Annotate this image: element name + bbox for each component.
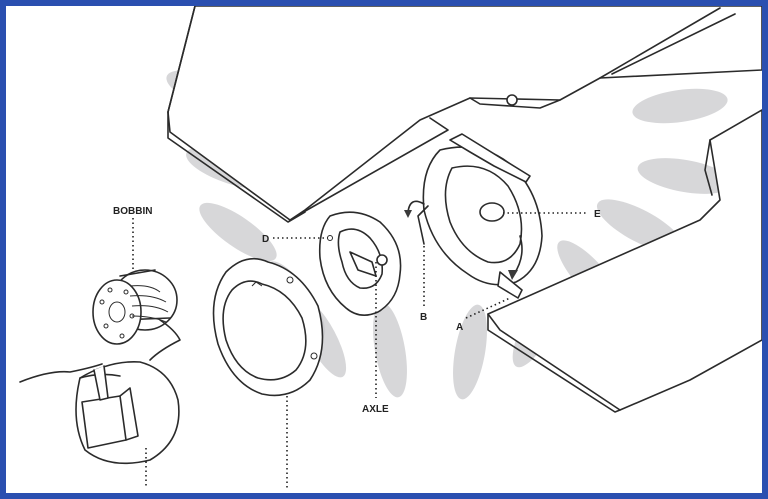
rotation-arrows <box>404 200 523 280</box>
label-e: E <box>594 209 601 220</box>
label-bobbin: BOBBIN <box>113 206 152 217</box>
hook-assembly <box>417 133 543 299</box>
bobbin-case <box>19 361 180 465</box>
machine-bed-lower <box>487 109 762 413</box>
label-a: A <box>456 322 463 333</box>
retaining-ring <box>212 257 324 397</box>
label-b: B <box>420 312 427 323</box>
machine-bed-upper <box>167 6 762 223</box>
bobbin-case-diagram: BOBBIN D E B A AXLE <box>19 6 762 488</box>
label-axle: AXLE <box>362 404 389 415</box>
leader-lines <box>132 212 588 488</box>
label-d: D <box>262 234 269 245</box>
bobbin <box>92 269 181 361</box>
inner-race <box>318 211 402 316</box>
